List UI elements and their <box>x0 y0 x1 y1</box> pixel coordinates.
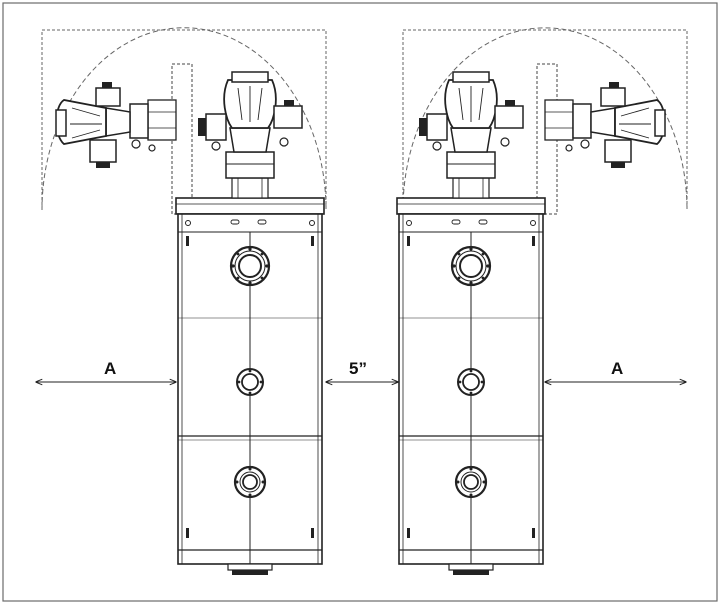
left-swing-arc <box>41 27 327 211</box>
right-boiler-body <box>395 196 547 577</box>
left-unit <box>41 27 327 577</box>
left-boiler-body <box>174 196 326 577</box>
right-clearance-envelope <box>402 29 688 210</box>
left-clearance-envelope <box>41 29 327 210</box>
dimension-label-center: 5” <box>349 359 367 378</box>
dimension-label-left: A <box>104 359 117 378</box>
right-unit <box>395 27 688 577</box>
dimension-label-right: A <box>611 359 624 378</box>
right-swing-arc <box>402 27 688 211</box>
